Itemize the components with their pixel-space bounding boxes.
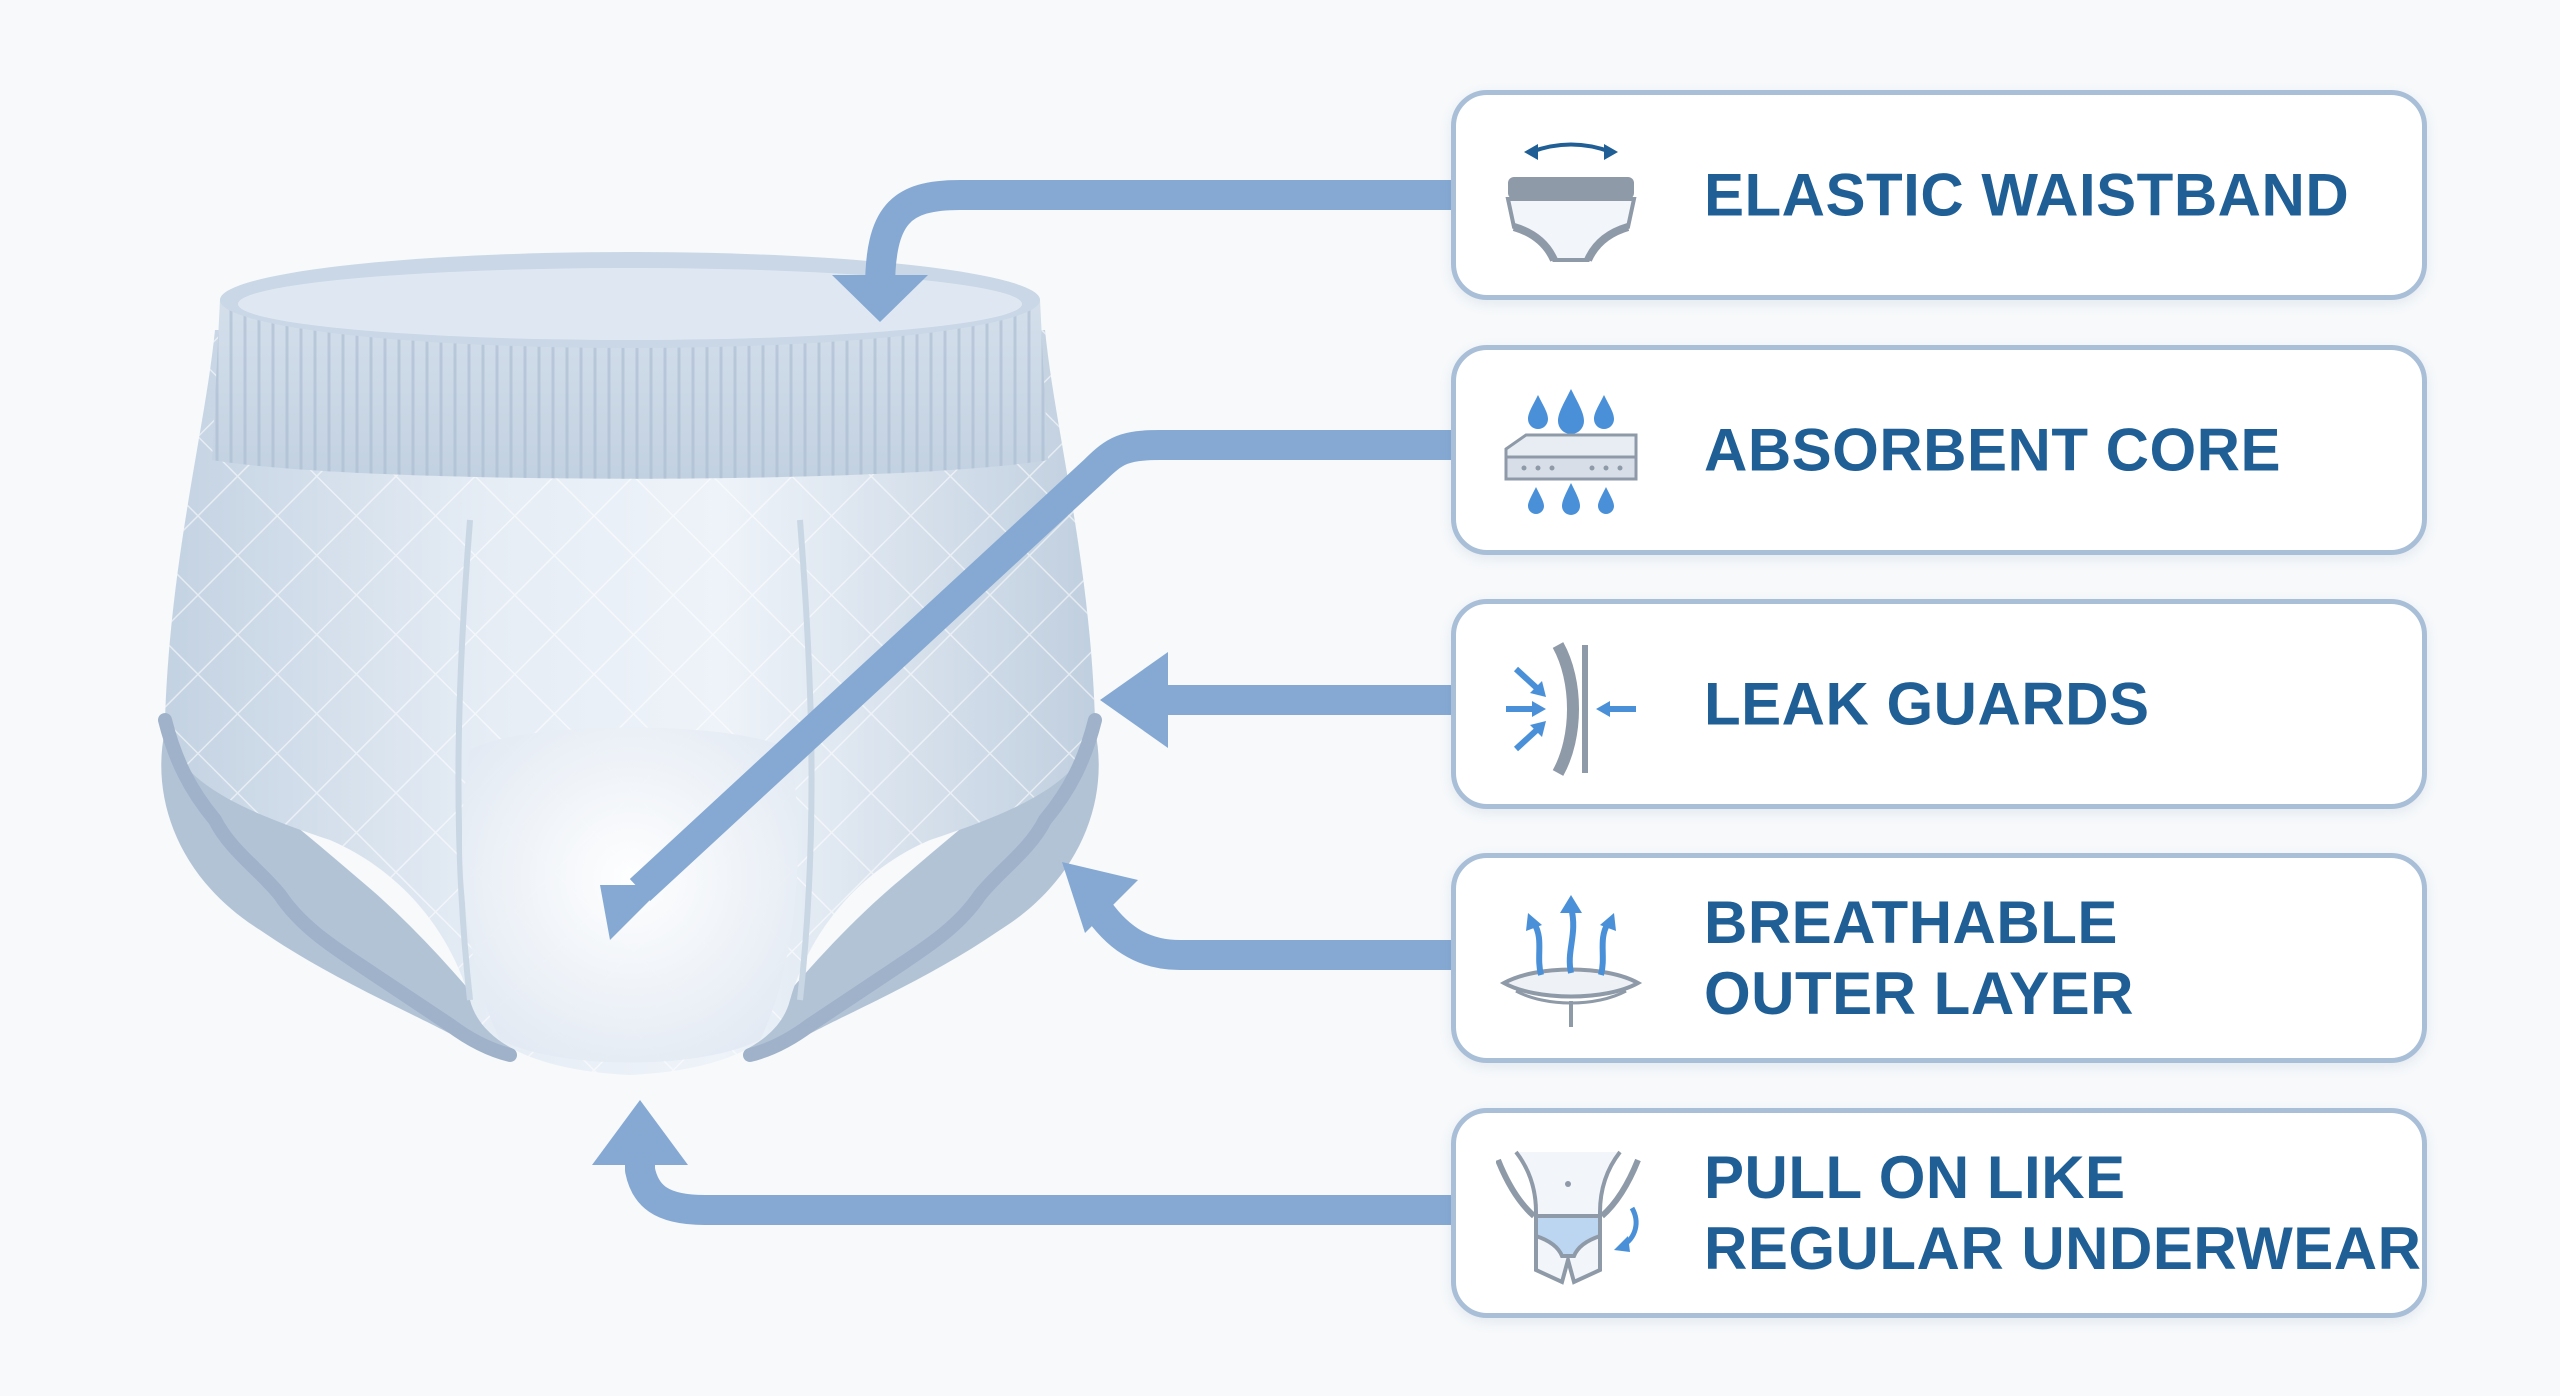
feature-card-elastic-waistband: ELASTIC WAISTBAND (1451, 90, 2427, 300)
leak-guard-barrier-icon (1506, 642, 1636, 776)
feature-label-line: ELASTIC WAISTBAND (1704, 161, 2350, 229)
feature-card-absorbent-core: ABSORBENT CORE (1451, 345, 2427, 555)
incontinence-brief-illustration (158, 252, 1102, 1075)
breathable-airflow-icon (1499, 895, 1643, 1027)
feature-label-line: BREATHABLE (1704, 889, 2118, 956)
waistband-briefs-icon (1505, 142, 1637, 262)
feature-label-line: ABSORBENT CORE (1704, 416, 2282, 484)
feature-label-line: LEAK GUARDS (1704, 670, 2150, 738)
feature-label-leak-guards: LEAK GUARDS (1704, 669, 2150, 740)
feature-label-line: REGULAR UNDERWEAR (1704, 1215, 2422, 1282)
feature-label-elastic-waistband: ELASTIC WAISTBAND (1704, 160, 2349, 231)
arrow-absorbent-core (629, 430, 1451, 902)
pull-on-body-icon (1496, 1150, 1641, 1285)
feature-label-breathable-outer-layer: BREATHABLE OUTER LAYER (1704, 887, 2134, 1029)
arrowhead-elastic-waistband (832, 275, 928, 322)
feature-card-breathable-outer-layer: BREATHABLE OUTER LAYER (1451, 853, 2427, 1063)
absorbent-core-drops-icon (1504, 389, 1638, 515)
arrow-pull-on (625, 1135, 1451, 1225)
feature-label-line: OUTER LAYER (1704, 960, 2135, 1027)
feature-card-pull-on: PULL ON LIKE REGULAR UNDERWEAR (1451, 1108, 2427, 1318)
feature-card-leak-guards: LEAK GUARDS (1451, 599, 2427, 809)
feature-label-absorbent-core: ABSORBENT CORE (1704, 415, 2281, 486)
arrow-breathable-outer-layer (1082, 896, 1451, 970)
arrowhead-breathable-outer-layer (1062, 862, 1138, 933)
feature-label-pull-on: PULL ON LIKE REGULAR UNDERWEAR (1704, 1142, 2421, 1284)
arrowhead-leak-guards (1100, 652, 1168, 748)
arrowhead-absorbent-core (600, 885, 665, 940)
arrowhead-pull-on (592, 1100, 688, 1165)
feature-label-line: PULL ON LIKE (1704, 1144, 2126, 1211)
